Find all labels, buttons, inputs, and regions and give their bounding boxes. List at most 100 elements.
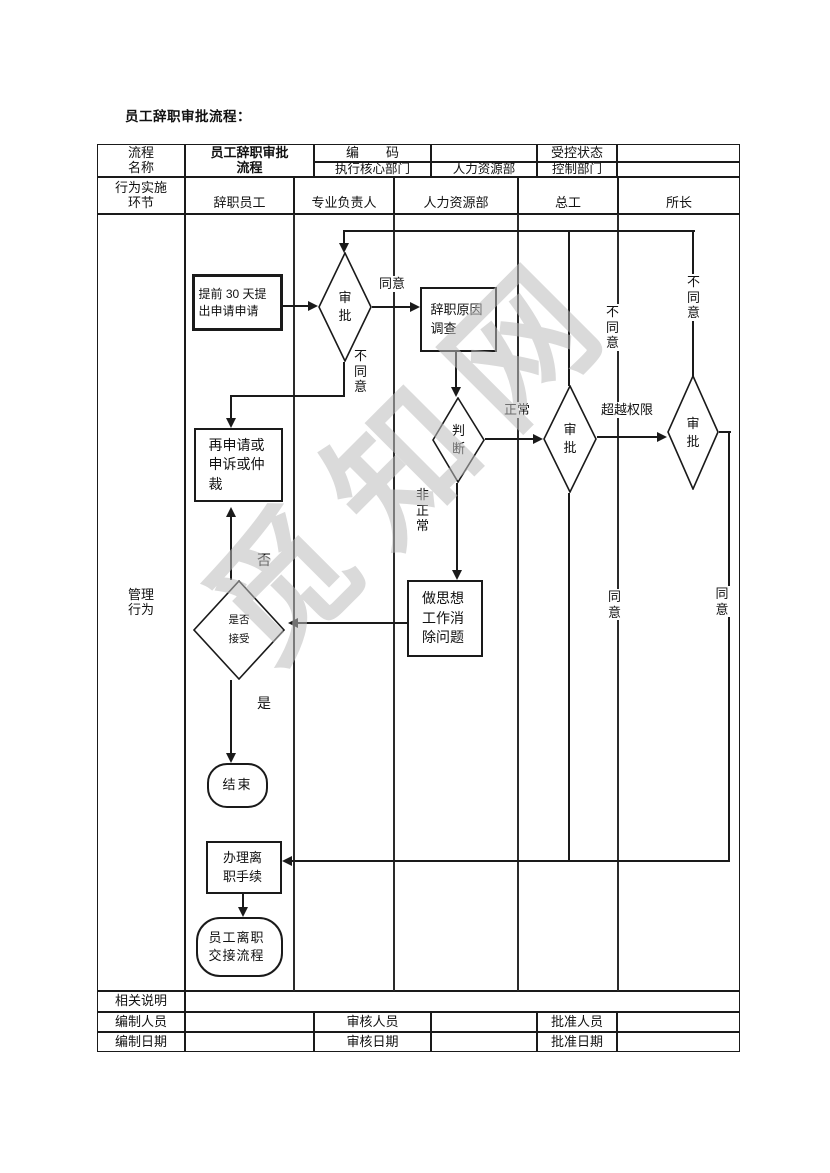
maker-label: 编制人员 <box>114 1013 167 1029</box>
cell-controlled-label: 受控状态 <box>537 144 617 162</box>
arrowhead-into-reapply <box>226 418 236 428</box>
connector-feedback-drop <box>343 231 345 245</box>
connector-disagree-drop <box>230 397 232 419</box>
control-dept-label: 控制部门 <box>551 162 602 177</box>
connector-reason-judge <box>455 352 457 388</box>
arrowhead-handle-transfer <box>238 907 248 917</box>
cell-checker-value <box>431 1012 537 1032</box>
node-reason-survey: 辞职原因调查 <box>420 287 497 352</box>
page-title: 员工辞职审批流程： <box>125 109 251 124</box>
connector-director-agree-down <box>728 431 730 862</box>
cell-checker-date-label: 审核日期 <box>314 1032 431 1052</box>
node-approve-director: 审批 <box>667 375 719 490</box>
cell-stage-label: 行为实施环节 <box>97 177 185 214</box>
lane-label: 人力资源部 <box>423 195 489 211</box>
node-label: 判断 <box>451 423 465 456</box>
lane-divider <box>393 214 395 991</box>
edge-label-yes: 是 <box>256 695 272 712</box>
lane-divider <box>293 214 295 991</box>
stage-label: 行为实施环节 <box>114 179 167 210</box>
approver-date-label: 批准日期 <box>550 1033 603 1049</box>
node-label: 审批 <box>563 422 577 455</box>
node-reapply: 再申请或申诉或仲裁 <box>194 428 283 502</box>
connector-judge-chief <box>485 438 533 440</box>
lane-label: 专业负责人 <box>311 195 377 211</box>
chart-row-label: 管理行为 <box>127 586 154 617</box>
node-judge: 判断 <box>432 397 485 483</box>
edge-label-abnormal: 非正常 <box>414 487 431 534</box>
arrowhead-judge-chief <box>533 434 543 444</box>
connector-approve-reason <box>372 306 410 308</box>
cell-maker-label: 编制人员 <box>97 1012 185 1032</box>
diamond-shape <box>543 385 597 493</box>
cell-checker-date-value <box>431 1032 537 1052</box>
node-start: 提前 30 天提出申请申请 <box>192 274 283 331</box>
arrowhead-approve-reason <box>410 302 420 312</box>
cell-approver-label: 批准人员 <box>537 1012 617 1032</box>
notes-label: 相关说明 <box>114 993 167 1009</box>
cell-exec-dept-value: 人力资源部 <box>431 162 537 177</box>
exec-dept-value: 人力资源部 <box>452 162 516 177</box>
connector-chief-disagree-up <box>568 231 570 386</box>
checker-date-label: 审核日期 <box>346 1033 399 1049</box>
connector-director-agree-stub <box>719 431 731 433</box>
connector-accept-yes <box>230 680 232 754</box>
approver-label: 批准人员 <box>550 1013 603 1029</box>
arrowhead-start-approve <box>308 301 318 311</box>
diamond-shape <box>193 580 285 680</box>
exec-dept-label: 执行核心部门 <box>334 162 410 177</box>
edge-label-disagree: 不同意 <box>352 348 369 395</box>
process-name-label: 流程名称 <box>127 144 154 175</box>
arrowhead-accept-yes <box>226 753 236 763</box>
cell-control-dept-value <box>617 162 740 177</box>
edge-label-over-authority: 超越权限 <box>600 402 655 418</box>
node-approve-leader: 审批 <box>318 252 372 362</box>
lane-header-director: 所长 <box>618 177 740 214</box>
connector-accept-no <box>230 516 232 580</box>
cell-process-name-label: 流程名称 <box>97 144 185 177</box>
cell-approver-date-value <box>617 1032 740 1052</box>
cell-maker-date-label: 编制日期 <box>97 1032 185 1052</box>
cell-approver-value <box>617 1012 740 1032</box>
cell-exec-dept-label: 执行核心部门 <box>314 162 431 177</box>
connector-start-approve <box>283 305 308 307</box>
lane-header-hr: 人力资源部 <box>394 177 518 214</box>
node-approve-chief: 审批 <box>543 385 597 493</box>
lane-divider <box>517 214 519 991</box>
lane-header-chief: 总工 <box>518 177 618 214</box>
node-transfer: 员工离职交接流程 <box>196 917 283 977</box>
cell-maker-value <box>185 1012 314 1032</box>
code-label: 编 码 <box>345 144 399 160</box>
arrowhead-judge-thought <box>452 570 462 580</box>
edge-label-director-disagree: 不同意 <box>685 274 702 321</box>
edge-label-chief-agree: 同意 <box>606 589 623 621</box>
process-name: 员工辞职审批流程 <box>210 144 289 175</box>
connector-chief-director <box>597 436 657 438</box>
node-handle: 办理离职手续 <box>206 841 282 894</box>
cell-maker-date-value <box>185 1032 314 1052</box>
diamond-shape <box>318 252 372 362</box>
controlled-status-label: 受控状态 <box>550 144 603 160</box>
cell-row-label: 管理行为 <box>97 214 185 991</box>
diamond-shape <box>667 375 719 490</box>
node-label: 审批 <box>686 415 700 449</box>
connector-agree-join <box>292 860 730 862</box>
lane-label: 所长 <box>665 195 692 211</box>
arrowhead-thought-accept <box>288 618 298 628</box>
arrowhead-into-approve-leader <box>339 243 349 253</box>
connector-disagree-left <box>230 395 345 397</box>
cell-notes-value <box>185 991 740 1012</box>
connector-handle-transfer <box>242 894 244 908</box>
connector-disagree-down <box>343 362 345 397</box>
connector-chief-agree-down <box>568 493 570 862</box>
lane-label: 辞职员工 <box>213 195 266 211</box>
cell-process-name: 员工辞职审批流程 <box>185 144 314 177</box>
lane-header-supervisor: 专业负责人 <box>294 177 394 214</box>
node-label: 审批 <box>338 290 352 323</box>
node-thought-work: 做思想工作消除问题 <box>407 580 483 657</box>
connector-thought-accept <box>298 622 407 624</box>
maker-date-label: 编制日期 <box>114 1033 167 1049</box>
arrowhead-accept-no <box>226 507 236 517</box>
arrowhead-chief-director <box>657 432 667 442</box>
node-end: 结束 <box>207 763 268 808</box>
